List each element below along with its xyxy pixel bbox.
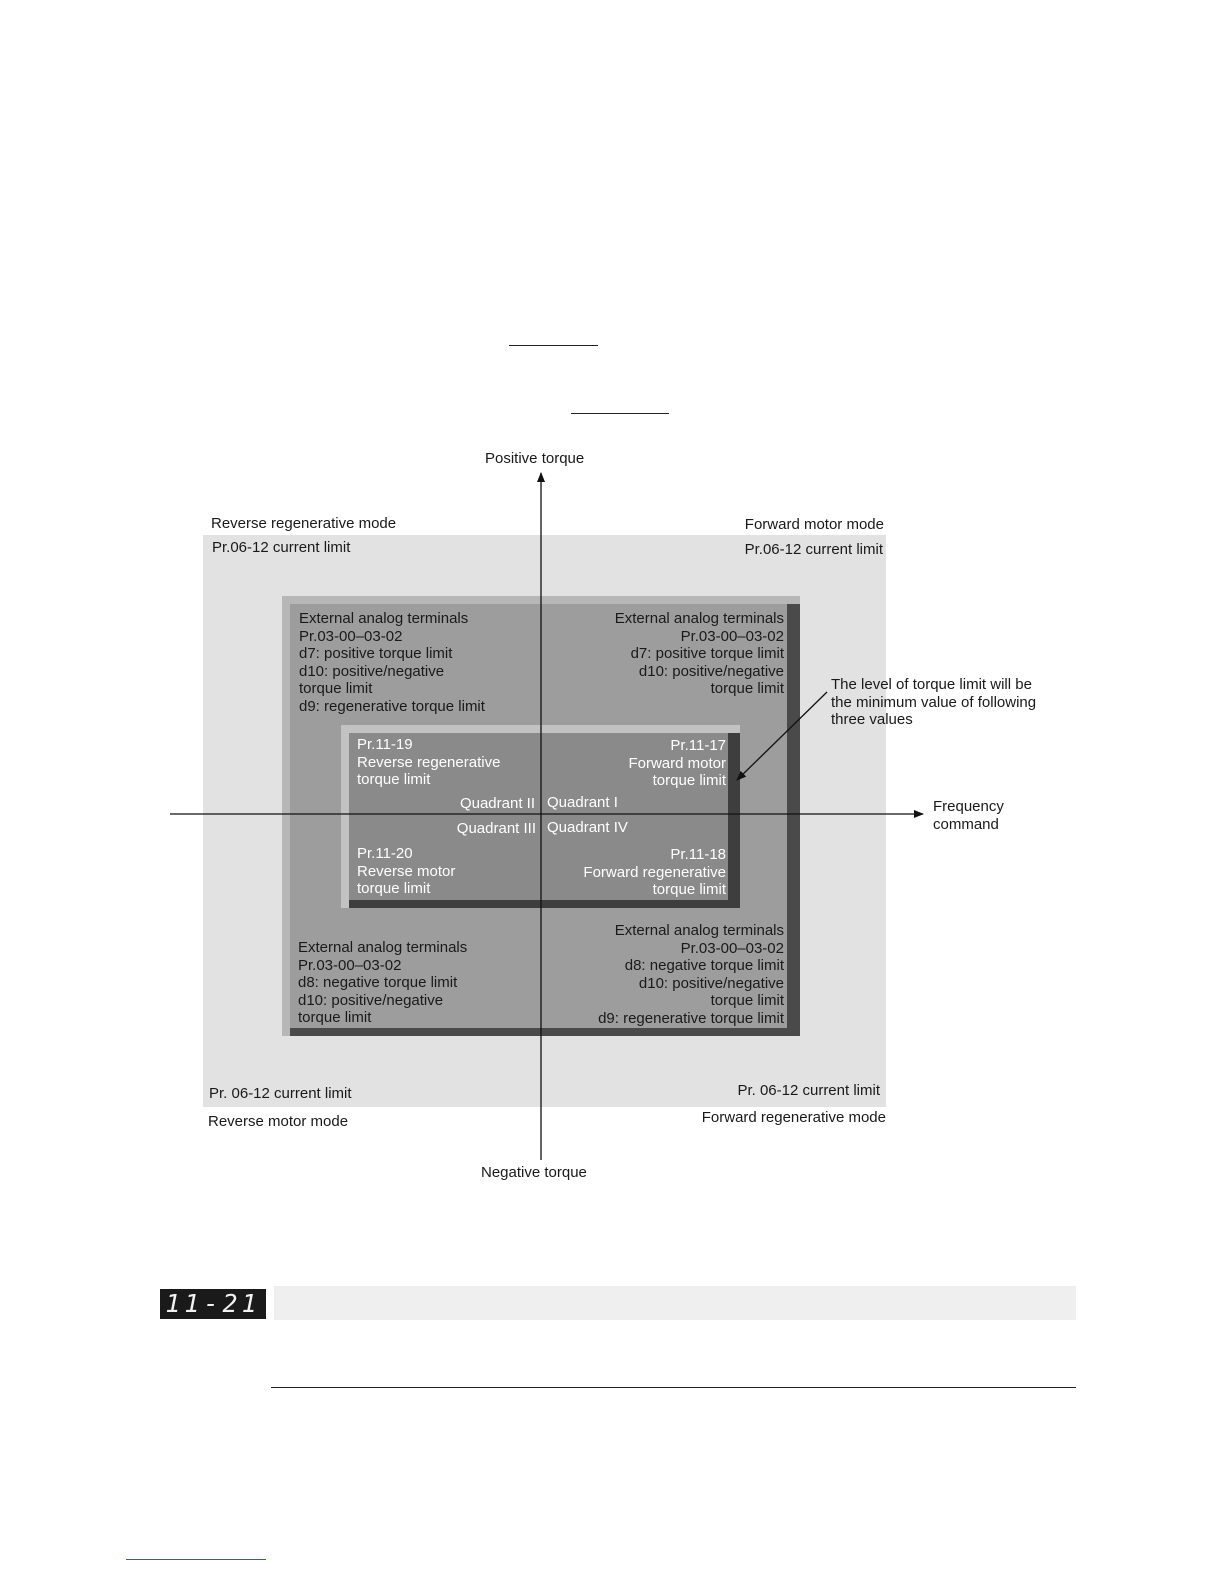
- section-rule: [271, 1387, 1076, 1388]
- negative-torque-label: Negative torque: [481, 1164, 587, 1181]
- bottom-right-current-limit: Pr. 06-12 current limit: [737, 1082, 880, 1099]
- forward-motor-mode-label: Forward motor mode: [744, 516, 884, 533]
- analog-block-top-right: External analog terminals Pr.03-00–03-02…: [614, 610, 784, 697]
- frequency-label: Frequency command: [933, 798, 1004, 833]
- bottom-left-current-limit: Pr. 06-12 current limit: [209, 1085, 352, 1102]
- reverse-regenerative-mode-label: Reverse regenerative mode: [211, 515, 397, 532]
- parameter-code: 11-21: [165, 1289, 261, 1318]
- pointer-arrow: [736, 691, 828, 781]
- footer-link-underline[interactable]: [126, 1559, 266, 1560]
- quadrant-iii-label: Quadrant III: [456, 820, 536, 837]
- analog-block-bottom-right: External analog terminals Pr.03-00–03-02…: [598, 922, 784, 1027]
- pr-11-20-block: Pr.11-20 Reverse motor torque limit: [357, 845, 456, 897]
- parameter-title-bar: [274, 1286, 1076, 1320]
- pr-11-17-block: Pr.11-17 Forward motor torque limit: [628, 737, 726, 789]
- torque-param-box: [349, 733, 728, 900]
- quadrant-iv-label: Quadrant IV: [547, 819, 628, 836]
- underline-2: [571, 413, 669, 414]
- top-left-current-limit: Pr.06-12 current limit: [212, 539, 351, 556]
- pr-11-18-block: Pr.11-18 Forward regenerative torque lim…: [583, 846, 726, 898]
- pr-11-19-block: Pr.11-19 Reverse regenerative torque lim…: [357, 736, 501, 788]
- top-right-current-limit: Pr.06-12 current limit: [744, 541, 883, 558]
- analog-block-bottom-left: External analog terminals Pr.03-00–03-02…: [298, 939, 468, 1026]
- forward-regenerative-mode-label: Forward regenerative mode: [701, 1109, 886, 1126]
- quadrant-i-label: Quadrant I: [547, 794, 618, 811]
- underline-1: [509, 345, 598, 346]
- torque-limit-note: The level of torque limit will be the mi…: [831, 676, 1037, 728]
- parameter-code-badge: [160, 1289, 266, 1319]
- analog-block-top-left: External analog terminals Pr.03-00–03-02…: [299, 610, 485, 715]
- positive-torque-label: Positive torque: [485, 450, 585, 467]
- reverse-motor-mode-label: Reverse motor mode: [208, 1113, 349, 1130]
- quadrant-ii-label: Quadrant II: [459, 795, 535, 812]
